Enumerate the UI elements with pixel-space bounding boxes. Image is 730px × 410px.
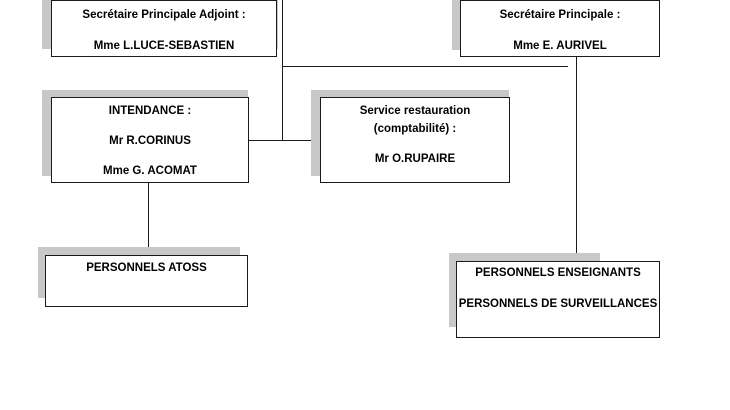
secretaire-principale-name: Mme E. AURIVEL (513, 40, 607, 52)
secretaire-principale-box: Secrétaire Principale : Mme E. AURIVEL (460, 0, 660, 57)
service-restauration-title-line-2: (comptabilité) : (373, 123, 457, 135)
personnels-enseignants-label: PERSONNELS ENSEIGNANTS (475, 267, 641, 279)
secretaire-adjoint-box: Secrétaire Principale Adjoint : Mme L.LU… (51, 0, 277, 57)
service-restauration-box: Service restauration (comptabilité) : Mr… (320, 97, 510, 183)
intendance-box: INTENDANCE : Mr R.CORINUS Mme G. ACOMAT (51, 97, 249, 183)
personnels-atoss-box: PERSONNELS ATOSS (45, 255, 248, 307)
personnels-enseignants-box: PERSONNELS ENSEIGNANTS PERSONNELS DE SUR… (456, 261, 660, 338)
connector-intendance-restauration (248, 140, 320, 141)
connector-intendance-atoss (148, 183, 149, 255)
service-restauration-title-line-1: Service restauration (359, 105, 471, 117)
intendance-name-1: Mr R.CORINUS (109, 135, 191, 147)
secretaire-adjoint-name: Mme L.LUCE-SEBASTIEN (93, 40, 235, 52)
intendance-title: INTENDANCE : (108, 105, 192, 117)
personnels-surveillances-label: PERSONNELS DE SURVEILLANCES (458, 298, 658, 310)
secretaire-principale-title: Secrétaire Principale : (499, 9, 621, 21)
secretaire-adjoint-title: Secrétaire Principale Adjoint : (82, 9, 246, 21)
intendance-name-2: Mme G. ACOMAT (103, 165, 197, 177)
service-restauration-name: Mr O.RUPAIRE (374, 153, 456, 165)
connector-top-vertical (282, 0, 283, 141)
personnels-atoss-label: PERSONNELS ATOSS (86, 262, 207, 274)
connector-principale-enseignants (576, 57, 577, 262)
connector-top-horizontal (282, 66, 568, 67)
